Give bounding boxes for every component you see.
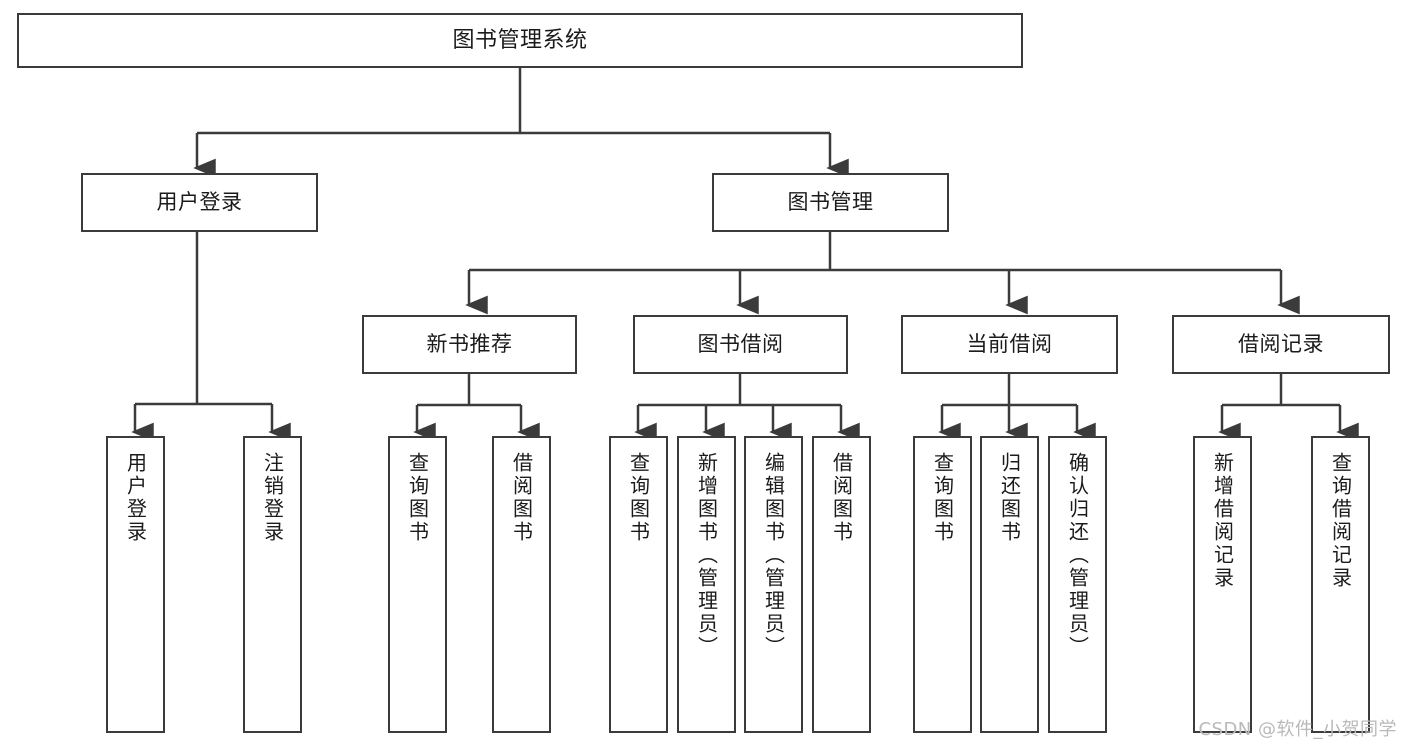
node-leaf-add-book[interactable]: 新增图书（管理员） <box>677 436 736 733</box>
node-user-login[interactable]: 用户登录 <box>81 173 318 232</box>
node-leaf-confirm-return[interactable]: 确认归还（管理员） <box>1048 436 1107 733</box>
node-label: 编辑图书（管理员） <box>761 452 786 659</box>
node-label: 归还图书 <box>997 452 1022 544</box>
node-leaf-query-borrow-record[interactable]: 查询借阅记录 <box>1311 436 1370 733</box>
node-leaf-user-login[interactable]: 用户登录 <box>106 436 165 733</box>
node-borrow-record[interactable]: 借阅记录 <box>1172 315 1390 374</box>
node-label: 查询图书 <box>626 452 651 544</box>
node-label: 图书管理系统 <box>452 27 588 53</box>
node-label: 用户登录 <box>156 190 243 215</box>
node-label: 借阅图书 <box>829 452 854 544</box>
node-leaf-borrow-book-new[interactable]: 借阅图书 <box>492 436 551 733</box>
node-leaf-return-book[interactable]: 归还图书 <box>980 436 1039 733</box>
node-leaf-edit-book[interactable]: 编辑图书（管理员） <box>744 436 803 733</box>
node-label: 新增图书（管理员） <box>694 452 719 659</box>
node-label: 新增借阅记录 <box>1210 452 1235 590</box>
node-root-book-management-system[interactable]: 图书管理系统 <box>17 13 1023 68</box>
node-leaf-query-book-new[interactable]: 查询图书 <box>388 436 447 733</box>
node-leaf-borrow-book[interactable]: 借阅图书 <box>812 436 871 733</box>
node-label: 用户登录 <box>123 452 148 544</box>
node-label: 图书管理 <box>787 190 874 215</box>
node-book-management[interactable]: 图书管理 <box>712 173 949 232</box>
node-label: 确认归还（管理员） <box>1065 452 1090 659</box>
node-label: 查询图书 <box>930 452 955 544</box>
watermark-text: CSDN @软件_小贺同学 <box>1198 719 1397 740</box>
node-leaf-add-borrow-record[interactable]: 新增借阅记录 <box>1193 436 1252 733</box>
node-label: 注销登录 <box>260 452 285 544</box>
node-leaf-query-book-borrow[interactable]: 查询图书 <box>609 436 668 733</box>
node-leaf-logout-login[interactable]: 注销登录 <box>243 436 302 733</box>
node-book-borrow[interactable]: 图书借阅 <box>633 315 848 374</box>
node-label: 借阅记录 <box>1238 332 1324 357</box>
node-label: 新书推荐 <box>426 332 513 357</box>
node-leaf-query-book-current[interactable]: 查询图书 <box>913 436 972 733</box>
node-new-book-recommend[interactable]: 新书推荐 <box>362 315 577 374</box>
node-label: 当前借阅 <box>966 332 1053 357</box>
node-label: 借阅图书 <box>509 452 534 544</box>
node-current-borrow[interactable]: 当前借阅 <box>901 315 1118 374</box>
node-label: 图书借阅 <box>697 332 784 357</box>
node-label: 查询图书 <box>405 452 430 544</box>
node-label: 查询借阅记录 <box>1328 452 1353 590</box>
